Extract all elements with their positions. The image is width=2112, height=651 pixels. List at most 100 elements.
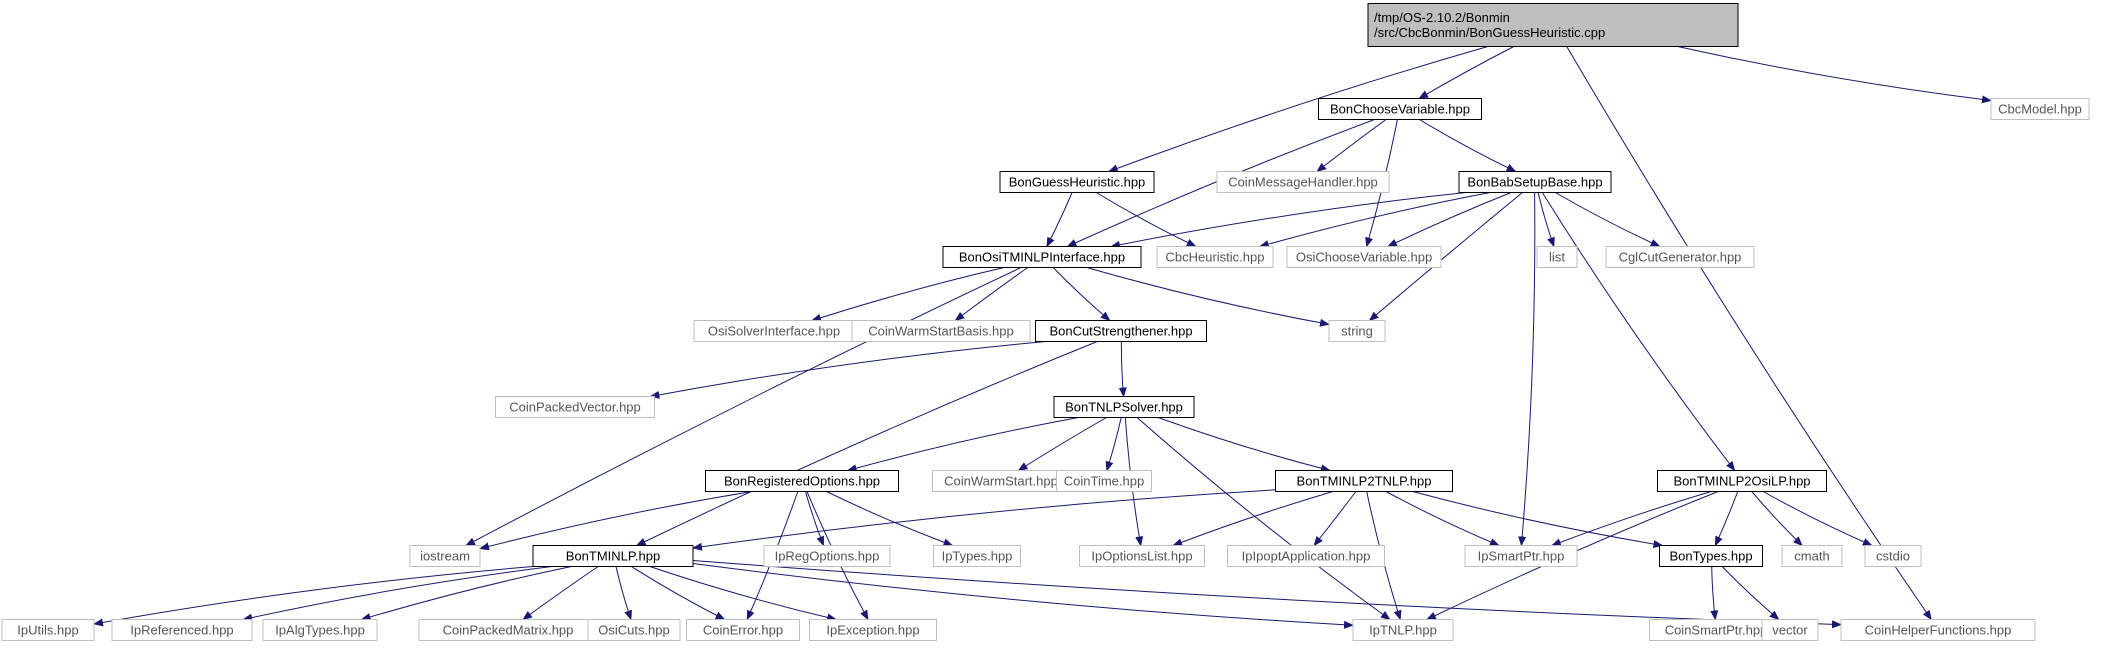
node-string: string [1328,320,1386,342]
node-bontypes[interactable]: BonTypes.hpp [1659,545,1763,567]
node-label-cbcmodel: CbcModel.hpp [1998,102,2082,117]
node-label-bontnlpsolver: BonTNLPSolver.hpp [1065,400,1183,415]
node-label-coinpackedmatrix: CoinPackedMatrix.hpp [443,623,574,638]
node-label-coinpackedvector: CoinPackedVector.hpp [509,400,641,415]
node-iptnlp: IpTNLP.hpp [1352,619,1454,641]
node-vector: vector [1761,619,1819,641]
node-root[interactable]: /tmp/OS-2.10.2/Bonmin/src/CbcBonmin/BonG… [1367,3,1739,47]
edge-bonositminlpinterface-to-string [1086,267,1330,327]
node-box-cbcheuristic [1156,246,1274,268]
node-label-bonguessheuristic: BonGuessHeuristic.hpp [1009,175,1146,190]
node-iostream: iostream [409,545,481,567]
node-box-iptnlp [1352,619,1454,641]
node-box-bontminlp [532,545,694,567]
node-label-root: /src/CbcBonmin/BonGuessHeuristic.cpp [1374,25,1605,40]
node-box-bontminlp2tnlp [1275,470,1453,492]
node-label-bontminlp2osilp: BonTMINLP2OsiLP.hpp [1673,474,1810,489]
node-label-ipregoptions: IpRegOptions.hpp [775,549,880,564]
node-box-string [1328,320,1386,342]
edge-bonbabsetupbase-to-list [1537,192,1555,248]
node-bonguessheuristic[interactable]: BonGuessHeuristic.hpp [999,171,1155,193]
node-bonregisteredoptions[interactable]: BonRegisteredOptions.hpp [705,470,899,492]
node-box-iputils [1,619,95,641]
node-coinmessagehandler: CoinMessageHandler.hpp [1216,171,1390,193]
node-box-bontnlpsolver [1053,396,1195,418]
node-box-iptypes [933,545,1021,567]
node-label-vector: vector [1772,623,1808,638]
node-bonchoosevariable[interactable]: BonChooseVariable.hpp [1318,98,1482,120]
node-bontminlp[interactable]: BonTMINLP.hpp [532,545,694,567]
node-cglcutgenerator: CglCutGenerator.hpp [1605,246,1755,268]
node-label-coinwarmstartbasis: CoinWarmStartBasis.hpp [868,324,1013,339]
edge-bontminlp2osilp-to-ipsmartptr [1550,491,1712,547]
edge-bonositminlpinterface-to-iostream [465,267,1022,546]
node-label-coinhelperfunctions: CoinHelperFunctions.hpp [1865,623,2012,638]
node-coinerror: CoinError.hpp [686,619,800,641]
node-iptypes: IpTypes.hpp [933,545,1021,567]
edge-bontypes-to-vector [1721,566,1780,621]
node-box-ipreferenced [111,619,253,641]
node-bonositminlpinterface[interactable]: BonOsiTMINLPInterface.hpp [942,246,1142,268]
node-box-coinhelperfunctions [1840,619,2036,641]
node-bontnlpsolver[interactable]: BonTNLPSolver.hpp [1053,396,1195,418]
node-ipregoptions: IpRegOptions.hpp [763,545,891,567]
node-label-cstdio: cstdio [1876,549,1910,564]
edge-bonbabsetupbase-to-cglcutgenerator [1555,192,1661,247]
edges-layer [93,46,1992,629]
node-box-bonositminlpinterface [942,246,1142,268]
node-list: list [1536,246,1578,268]
node-label-cglcutgenerator: CglCutGenerator.hpp [1619,250,1742,265]
node-label-ipalgtypes: IpAlgTypes.hpp [275,623,365,638]
edge-bontminlp-to-coinpackedmatrix [522,566,599,621]
node-box-bonbabsetupbase [1458,171,1612,193]
edge-root-to-cbcmodel [1677,46,1992,104]
node-box-bontminlp2osilp [1657,470,1827,492]
edge-bontminlp2tnlp-to-ipoptionslist [1172,491,1334,547]
edge-bontminlp2osilp-to-bontypes [1714,491,1739,547]
edge-root-to-bonguessheuristic [1107,46,1488,173]
node-label-cbcheuristic: CbcHeuristic.hpp [1166,250,1265,265]
edge-bontnlpsolver-to-bontminlp2tnlp [1157,417,1331,473]
edge-root-to-coinhelperfunctions [1566,46,1932,621]
node-box-list [1536,246,1578,268]
node-bontminlp2tnlp[interactable]: BonTMINLP2TNLP.hpp [1275,470,1453,492]
edge-root-to-bonchoosevariable [1418,46,1515,100]
edge-boncutstrengthener-to-bontminlp [635,341,1098,546]
node-box-cointime [1056,470,1152,492]
edge-bonregisteredoptions-to-iptypes [826,491,954,547]
node-box-coinwarmstartbasis [851,320,1031,342]
node-box-bonchoosevariable [1318,98,1482,120]
edge-bontminlp-to-iputils [93,566,534,627]
node-osicuts: OsiCuts.hpp [587,619,681,641]
edge-bontminlp-to-coinhelperfunctions [692,560,1842,629]
node-box-osicuts [587,619,681,641]
node-box-root [1367,3,1739,47]
edge-bonbabsetupbase-to-cbcheuristic [1258,192,1491,248]
node-label-coinerror: CoinError.hpp [703,623,783,638]
node-box-ipregoptions [763,545,891,567]
node-ipsmartptr: IpSmartPtr.hpp [1464,545,1578,567]
node-cmath: cmath [1781,545,1843,567]
node-boncutstrengthener[interactable]: BonCutStrengthener.hpp [1035,320,1207,342]
edge-boncutstrengthener-to-bontnlpsolver [1118,341,1127,398]
node-cbcmodel: CbcModel.hpp [1990,98,2090,120]
node-ipexception: IpException.hpp [809,619,937,641]
node-label-string: string [1341,324,1373,339]
node-ipalgtypes: IpAlgTypes.hpp [262,619,378,641]
edge-bonbabsetupbase-to-ipsmartptr [1518,192,1536,547]
node-label-bonchoosevariable: BonChooseVariable.hpp [1330,102,1470,117]
node-label-coinwarmstart: CoinWarmStart.hpp [944,474,1058,489]
edge-bontminlp-to-ipalgtypes [360,566,572,621]
node-coinpackedvector: CoinPackedVector.hpp [495,396,655,418]
node-box-vector [1761,619,1819,641]
edge-bontminlp2tnlp-to-bontypes [1412,491,1664,548]
edge-bontminlp-to-coinerror [631,566,726,620]
edge-bontnlpsolver-to-coinwarmstart [1017,417,1107,472]
node-bontminlp2osilp[interactable]: BonTMINLP2OsiLP.hpp [1657,470,1827,492]
node-bonbabsetupbase[interactable]: BonBabSetupBase.hpp [1458,171,1612,193]
node-box-ipsmartptr [1464,545,1578,567]
edge-bonguessheuristic-to-cbcheuristic [1096,192,1197,247]
node-ipoptionslist: IpOptionsList.hpp [1079,545,1205,567]
edge-bontminlp2tnlp-to-ipsmartptr [1385,491,1500,546]
